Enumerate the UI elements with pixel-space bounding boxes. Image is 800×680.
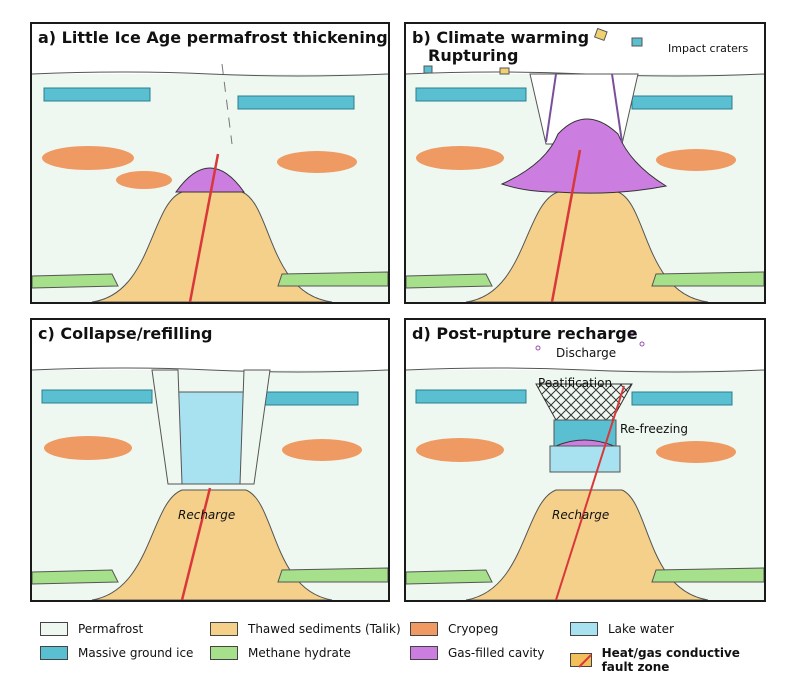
legend-item-massive-ice: Massive ground ice (40, 646, 193, 660)
legend-item-permafrost: Permafrost (40, 622, 143, 636)
panel-d-peatification-label: Peatification (538, 376, 613, 390)
legend-item-fault-zone: Heat/gas conductive fault zone (570, 646, 760, 674)
legend-item-lake-water: Lake water (570, 622, 674, 636)
legend-label: Methane hydrate (248, 646, 351, 660)
panel-b: b) Climate warming Rupturing Impact crat… (404, 22, 766, 304)
panel-d: d) Post-rupture recharge Discharge Peati… (404, 318, 766, 602)
panel-d-diagram (406, 320, 764, 600)
panel-b-title: b) Climate warming (412, 28, 590, 47)
legend: Permafrost Massive ground ice Thawed sed… (40, 618, 760, 674)
legend-swatch-massive-ice (40, 646, 68, 660)
panel-b-impact-craters-label: Impact craters (668, 42, 749, 55)
panel-d-recharge-label: Recharge (552, 508, 610, 522)
legend-swatch-fault-zone (570, 653, 592, 668)
legend-swatch-cryopeg (410, 622, 438, 636)
panel-d-refreezing-label: Re-freezing (620, 422, 689, 436)
panel-c-recharge-label: Recharge (178, 508, 236, 522)
fault-line-icon (578, 654, 592, 668)
panel-b-subtitle: Rupturing (428, 46, 519, 65)
legend-item-talik: Thawed sediments (Talik) (210, 622, 401, 636)
panel-d-title: d) Post-rupture recharge (412, 324, 638, 343)
legend-label: Lake water (608, 622, 674, 636)
legend-label: Thawed sediments (Talik) (248, 622, 401, 636)
legend-item-methane: Methane hydrate (210, 646, 351, 660)
legend-swatch-gas-cavity (410, 646, 438, 660)
legend-swatch-permafrost (40, 622, 68, 636)
panel-d-discharge-label: Discharge (556, 346, 617, 360)
legend-swatch-methane (210, 646, 238, 660)
legend-label: Heat/gas conductive fault zone (601, 646, 740, 674)
legend-item-gas-cavity: Gas-filled cavity (410, 646, 544, 660)
panel-a: a) Little Ice Age permafrost thickening (30, 22, 390, 304)
panel-c: c) Collapse/refilling Recharge (30, 318, 390, 602)
legend-label: Permafrost (78, 622, 144, 636)
legend-swatch-talik (210, 622, 238, 636)
legend-swatch-lake-water (570, 622, 598, 636)
legend-label: Gas-filled cavity (448, 646, 545, 660)
panel-b-diagram (406, 24, 764, 302)
panel-c-title: c) Collapse/refilling (38, 324, 213, 343)
legend-label: Cryopeg (448, 622, 499, 636)
panel-c-diagram (32, 320, 388, 600)
panel-a-title: a) Little Ice Age permafrost thickening (38, 28, 388, 47)
panel-a-diagram (32, 24, 388, 302)
legend-item-cryopeg: Cryopeg (410, 622, 498, 636)
legend-label: Massive ground ice (78, 646, 194, 660)
